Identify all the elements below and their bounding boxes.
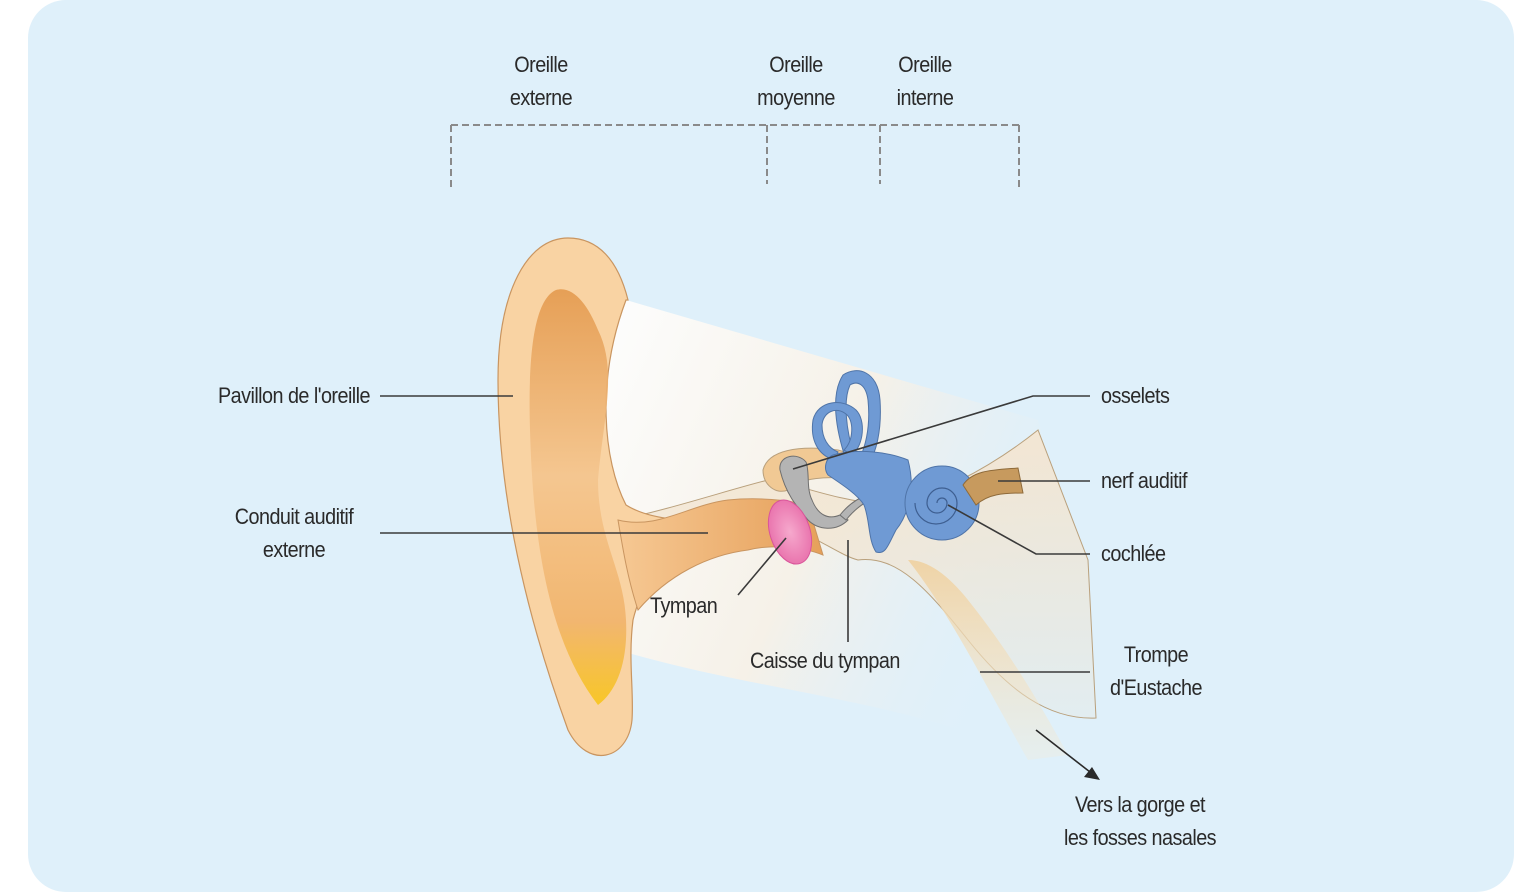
label-conduit: Conduit auditif externe: [208, 500, 381, 566]
section-label-line1: Oreille: [898, 52, 952, 77]
eustachian-tube: [908, 560, 1068, 760]
ear-illustration: [380, 124, 1100, 780]
label-text: osselets: [1101, 383, 1170, 408]
leader-osselets: [792, 395, 1090, 470]
auditory-nerve: [962, 467, 1024, 506]
section-label-line2: externe: [509, 85, 573, 110]
label-text: Trompe: [1123, 642, 1189, 667]
label-text: externe: [262, 537, 326, 562]
label-cochlee: cochlée: [1101, 537, 1166, 570]
pinna-concha: [529, 289, 627, 705]
section-outer-ear: Oreille externe: [492, 48, 591, 114]
label-text: Pavillon de l'oreille: [217, 383, 371, 408]
label-text: Conduit auditif: [234, 504, 354, 529]
label-text: d'Eustache: [1110, 675, 1202, 700]
label-trompe: Trompe d'Eustache: [1102, 638, 1210, 704]
label-gorge: Vers la gorge et les fosses nasales: [1048, 788, 1232, 854]
leader-lines: [380, 395, 1090, 673]
cochlea: [904, 465, 980, 541]
label-caisse: Caisse du tympan: [750, 644, 900, 677]
label-text: Tympan: [650, 593, 718, 618]
section-label-line1: Oreille: [514, 52, 568, 77]
inner-ear: [811, 370, 912, 554]
label-text: Caisse du tympan: [750, 648, 900, 673]
section-label-line2: interne: [896, 85, 954, 110]
label-text: cochlée: [1101, 541, 1166, 566]
leader-tympan: [737, 537, 787, 596]
label-text: les fosses nasales: [1063, 825, 1217, 850]
section-bracket: [450, 124, 1020, 188]
section-middle-ear: Oreille moyenne: [747, 48, 846, 114]
section-label-line1: Oreille: [769, 52, 823, 77]
label-text: nerf auditif: [1101, 468, 1188, 493]
tympanic-membrane: [767, 499, 813, 565]
label-nerf: nerf auditif: [1101, 464, 1188, 497]
label-tympan: Tympan: [650, 589, 718, 622]
leader-cochlee: [947, 504, 1090, 555]
section-inner-ear: Oreille interne: [876, 48, 975, 114]
arrow-icon: [1035, 729, 1100, 780]
label-osselets: osselets: [1101, 379, 1170, 412]
section-label-line2: moyenne: [757, 85, 835, 110]
diagram-card: Oreille externe Oreille moyenne Oreille …: [28, 0, 1514, 892]
label-pavillon: Pavillon de l'oreille: [152, 379, 371, 412]
label-text: Vers la gorge et: [1074, 792, 1206, 817]
